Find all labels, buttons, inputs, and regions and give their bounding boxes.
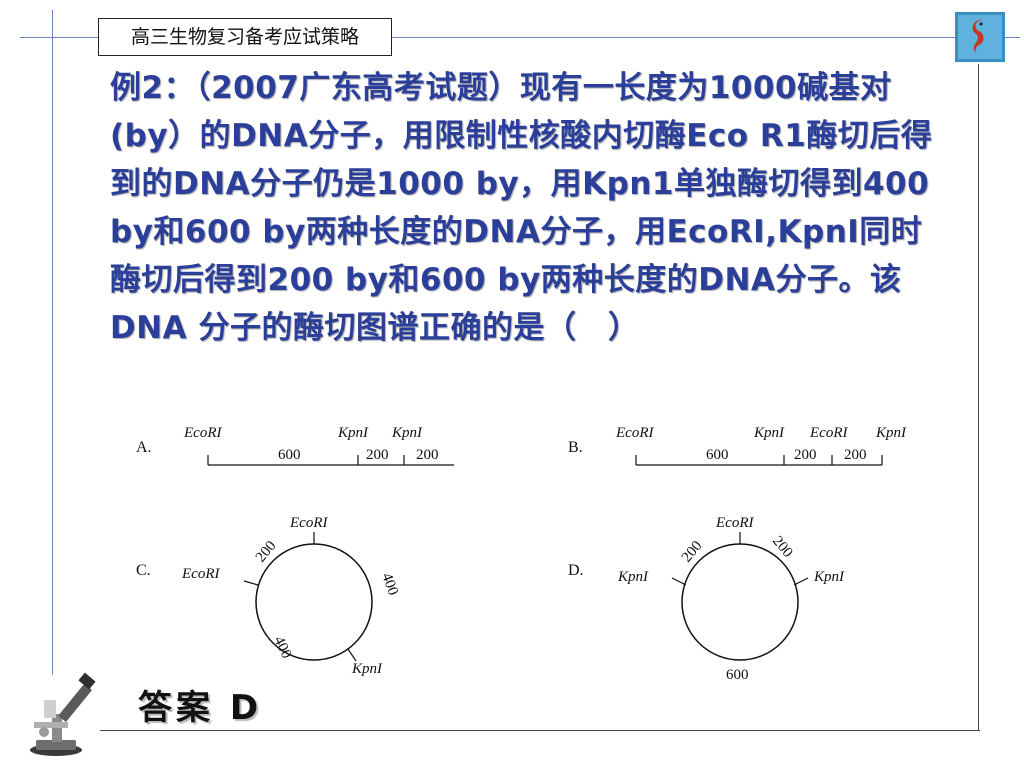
option-c-site-left-ecori: EcoRI [181, 566, 220, 582]
option-d-site-top-ecori: EcoRI [715, 515, 754, 531]
option-d-arc-200-left: 200 [679, 538, 706, 566]
answer-label: 答案 D [138, 688, 263, 728]
option-c-arc-200: 200 [253, 538, 280, 566]
option-c-site-bottom-kpni: KpnI [351, 661, 383, 677]
header-title: 高三生物复习备考应试策略 [98, 18, 392, 56]
option-b-linear-map [635, 455, 883, 466]
option-b-site-kpni-1: KpnI [753, 425, 785, 441]
frame-line-top [20, 37, 1020, 38]
option-d-tick-left [671, 577, 687, 586]
option-d-plasmid [681, 543, 799, 661]
option-a-letter: A. [136, 439, 152, 456]
seahorse-logo-icon [955, 12, 1005, 62]
option-d-site-left-kpni: KpnI [617, 569, 649, 585]
restriction-map-options: A. EcoRI KpnI KpnI 600 200 200 B. EcoRI … [136, 425, 907, 683]
frame-line-bottom [100, 730, 980, 731]
option-d-arc-600: 600 [726, 667, 749, 683]
option-a-site-kpni-2: KpnI [391, 425, 423, 441]
frame-line-left [52, 10, 53, 675]
option-c-arc-400-left: 400 [270, 634, 294, 661]
option-a-seg-200-2: 200 [416, 447, 439, 463]
option-d-arc-200-right: 200 [769, 533, 796, 561]
option-c-letter: C. [136, 562, 151, 579]
option-b-site-ecori-1: EcoRI [615, 425, 654, 441]
option-b-letter: B. [568, 439, 583, 456]
frame-line-right [978, 64, 979, 730]
option-a-site-ecori: EcoRI [183, 425, 222, 441]
option-b-seg-600: 600 [706, 447, 729, 463]
microscope-icon [30, 672, 96, 756]
option-c-site-top-ecori: EcoRI [289, 515, 328, 531]
option-b-seg-200-1: 200 [794, 447, 817, 463]
option-b-site-ecori-2: EcoRI [809, 425, 848, 441]
option-d-letter: D. [568, 562, 584, 579]
option-c-arc-400-right: 400 [378, 571, 401, 598]
option-d-site-right-kpni: KpnI [813, 569, 845, 585]
option-c-tick-bottom-right [347, 648, 357, 662]
option-a-seg-600: 600 [278, 447, 301, 463]
option-c-tick-left [243, 580, 259, 586]
option-a-linear-map [207, 455, 454, 466]
option-d-tick-right [793, 577, 809, 586]
option-a-seg-200-1: 200 [366, 447, 389, 463]
option-b-seg-200-2: 200 [844, 447, 867, 463]
question-text: 例2：（2007广东高考试题）现有一长度为1000碱基对(by）的DNA分子，用… [110, 70, 933, 346]
option-a-site-kpni-1: KpnI [337, 425, 369, 441]
option-b-site-kpni-2: KpnI [875, 425, 907, 441]
